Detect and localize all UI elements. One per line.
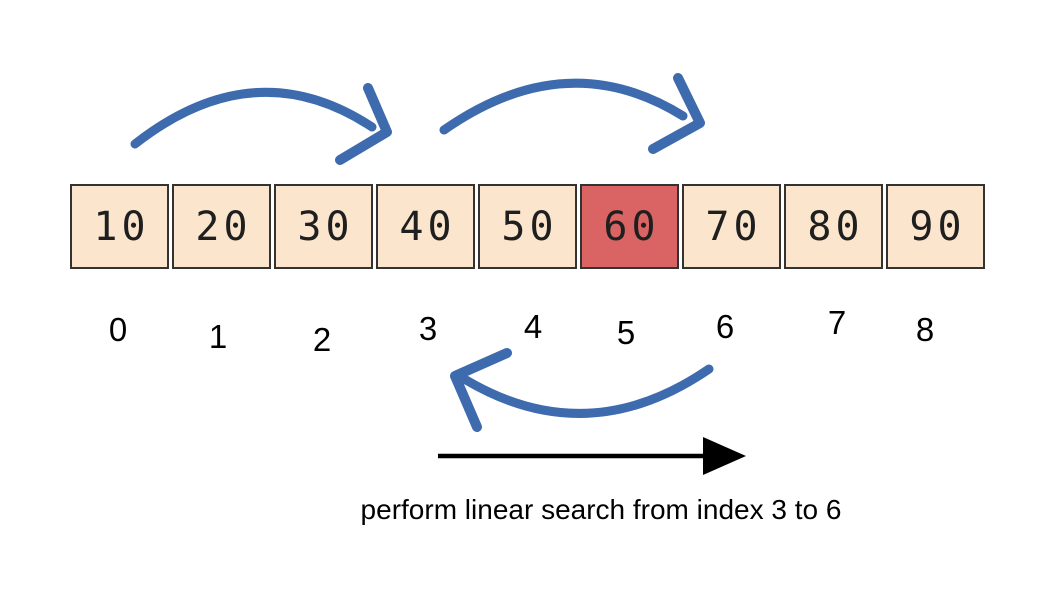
array-cell-2: 30 [274, 184, 373, 269]
array-cell-1: 20 [172, 184, 271, 269]
search-range-arrow-right-icon [438, 437, 746, 475]
index-label-6: 6 [715, 308, 735, 345]
cell-value: 50 [501, 203, 558, 250]
cell-value: 70 [705, 203, 762, 250]
array-cell-3: 40 [376, 184, 475, 269]
caption-text: perform linear search from index 3 to 6 [360, 494, 842, 525]
cell-value: 10 [93, 203, 150, 250]
cell-value: 60 [603, 203, 660, 250]
curved-jump-arrow-right-1-icon [130, 83, 392, 165]
index-label-3: 3 [418, 310, 438, 347]
curved-jump-arrow-right-2-icon [439, 73, 705, 154]
curved-back-arrow-left-icon [450, 348, 714, 432]
array-row: 10 20 30 40 50 60 70 80 90 [70, 184, 985, 269]
cell-value: 80 [807, 203, 864, 250]
index-label-4: 4 [523, 308, 543, 345]
index-label-2: 2 [312, 321, 332, 358]
array-cell-4: 50 [478, 184, 577, 269]
array-cell-8: 90 [886, 184, 985, 269]
array-cell-5-highlighted: 60 [580, 184, 679, 269]
array-cell-7: 80 [784, 184, 883, 269]
cell-value: 90 [909, 203, 966, 250]
index-label-5: 5 [616, 314, 636, 351]
index-label-1: 1 [208, 318, 228, 355]
cell-value: 40 [399, 203, 456, 250]
index-label-8: 8 [915, 311, 935, 348]
array-cell-0: 10 [70, 184, 169, 269]
array-cell-6: 70 [682, 184, 781, 269]
index-label-7: 7 [827, 304, 847, 341]
cell-value: 20 [195, 203, 252, 250]
cell-value: 30 [297, 203, 354, 250]
index-label-0: 0 [108, 311, 128, 348]
